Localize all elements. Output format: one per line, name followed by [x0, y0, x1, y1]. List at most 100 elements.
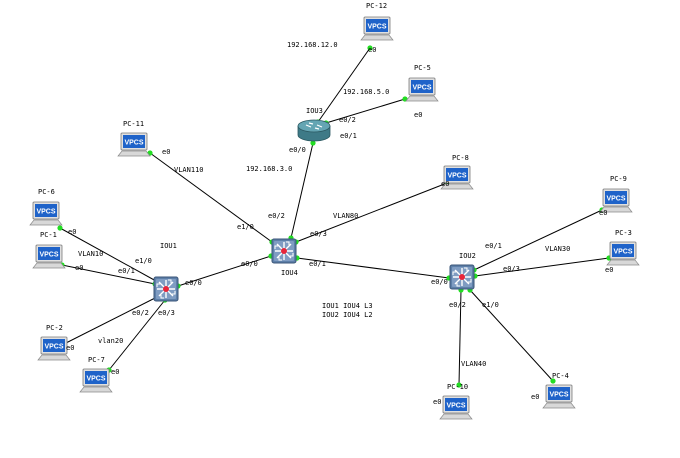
router-iou3[interactable]	[297, 119, 331, 142]
network-link[interactable]	[59, 227, 157, 282]
port-label: e0	[605, 266, 613, 274]
pc-6[interactable]	[29, 201, 63, 226]
pc-5-name: PC-5	[414, 64, 431, 72]
label-vlan40: VLAN40	[461, 360, 486, 368]
network-link[interactable]	[295, 182, 448, 243]
port-label: e0	[433, 398, 441, 406]
multilayer-switch-icon	[449, 264, 475, 290]
network-link[interactable]	[108, 299, 166, 371]
label-vlan110: VLAN110	[174, 166, 204, 174]
multilayer-switch-icon	[271, 238, 297, 264]
note-l2: IOU2 IOU4 L2	[322, 311, 373, 319]
pc-11-name: PC-11	[123, 120, 144, 128]
port-label: e0/1	[485, 242, 502, 250]
router-iou3-name: IOU3	[306, 107, 323, 115]
port-label: e0/1	[118, 267, 135, 275]
port-status-dot	[367, 45, 373, 51]
port-label: e0/3	[310, 230, 327, 238]
pc-2-name: PC-2	[46, 324, 63, 332]
port-status-dot	[550, 378, 556, 384]
label-net-192-168-5: 192.168.5.0	[343, 88, 389, 96]
port-label: e0	[162, 148, 170, 156]
network-link[interactable]	[149, 152, 273, 243]
network-link[interactable]	[61, 264, 156, 285]
pc-5[interactable]	[405, 77, 439, 102]
pc-8-name: PC-8	[452, 154, 469, 162]
pc-12[interactable]	[360, 16, 394, 41]
switch-iou2[interactable]	[449, 264, 475, 290]
pc-4-name: PC-4	[552, 372, 569, 380]
pc-12-name: PC-12	[366, 2, 387, 10]
pc-3-name: PC-3	[615, 229, 632, 237]
port-label: e0/2	[449, 301, 466, 309]
pc-6-name: PC-6	[38, 188, 55, 196]
network-link[interactable]	[317, 47, 371, 123]
port-label: e0	[75, 264, 83, 272]
links	[59, 47, 610, 386]
port-label: e0/3	[503, 265, 520, 273]
port-status-dot	[456, 382, 462, 388]
pc-7[interactable]	[79, 368, 113, 393]
vpcs-computer-icon	[29, 201, 63, 226]
multilayer-switch-icon	[153, 276, 179, 302]
vpcs-computer-icon	[405, 77, 439, 102]
switch-iou1[interactable]	[153, 276, 179, 302]
vpcs-computer-icon	[439, 395, 473, 420]
vpcs-computer-icon	[542, 384, 576, 409]
port-label: e0	[68, 228, 76, 236]
port-status-dot	[57, 225, 63, 231]
pc-3[interactable]	[606, 241, 640, 266]
port-label: e0	[414, 111, 422, 119]
port-label: e0	[368, 46, 376, 54]
port-label: e0	[111, 368, 119, 376]
network-link[interactable]	[177, 255, 272, 287]
port-label: e0/1	[340, 132, 357, 140]
network-link[interactable]	[296, 257, 450, 279]
network-link[interactable]	[325, 98, 406, 124]
network-link[interactable]	[458, 289, 462, 386]
network-link[interactable]	[61, 296, 158, 346]
switch-iou2-name: IOU2	[459, 252, 476, 260]
label-vlan30: VLAN30	[545, 245, 570, 253]
port-label: e0/0	[185, 279, 202, 287]
port-label: e1/0	[482, 301, 499, 309]
port-label: e0	[531, 393, 539, 401]
port-label: e0/0	[289, 146, 306, 154]
pc-9-name: PC-9	[610, 175, 627, 183]
label-vlan20: vlan20	[98, 337, 123, 345]
pc-1[interactable]	[32, 244, 66, 269]
port-label: e1/0	[237, 223, 254, 231]
vpcs-computer-icon	[606, 241, 640, 266]
network-link[interactable]	[473, 209, 603, 271]
switch-iou4[interactable]	[271, 238, 297, 264]
note-l3: IOU1 IOU4 L3	[322, 302, 373, 310]
label-net-192-168-12: 192.168.12.0	[287, 41, 338, 49]
switch-iou4-name: IOU4	[281, 269, 298, 277]
port-label: e0/0	[431, 278, 448, 286]
network-link[interactable]	[469, 289, 554, 382]
port-label: e0/1	[309, 260, 326, 268]
port-label: e0	[441, 180, 449, 188]
port-label: e0	[599, 209, 607, 217]
pc-10-name: PC-10	[447, 383, 468, 391]
network-link[interactable]	[474, 257, 610, 277]
pc-10[interactable]	[439, 395, 473, 420]
vpcs-computer-icon	[79, 368, 113, 393]
label-vlan80: VLAN80	[333, 212, 358, 220]
pc-1-name: PC-1	[40, 231, 57, 239]
vpcs-computer-icon	[360, 16, 394, 41]
port-label: e1/0	[135, 257, 152, 265]
label-vlan10: VLAN10	[78, 250, 103, 258]
label-net-192-168-3: 192.168.3.0	[246, 165, 292, 173]
pc-4[interactable]	[542, 384, 576, 409]
port-label: e0/2	[339, 116, 356, 124]
switch-iou1-name: IOU1	[160, 242, 177, 250]
router-icon	[297, 119, 331, 142]
port-status-dot	[310, 140, 316, 146]
network-link[interactable]	[290, 142, 314, 239]
port-label: e0/3	[158, 309, 175, 317]
pc-7-name: PC-7	[88, 356, 105, 364]
pc-11[interactable]	[117, 132, 151, 157]
port-label: e0/0	[241, 260, 258, 268]
